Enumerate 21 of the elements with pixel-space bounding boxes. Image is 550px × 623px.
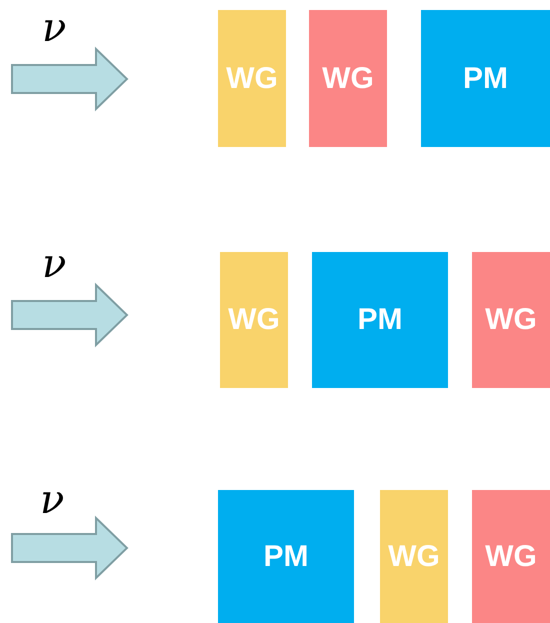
frequency-symbol: ν xyxy=(42,8,66,48)
block-label: WG xyxy=(485,303,537,337)
block xyxy=(218,490,354,623)
block xyxy=(312,252,448,388)
block-label: WG xyxy=(322,62,374,96)
block-label: PM xyxy=(358,303,402,337)
block-label: WG xyxy=(485,540,537,574)
block xyxy=(380,490,448,623)
block-label: WG xyxy=(226,62,278,96)
block-label: PM xyxy=(264,540,308,574)
frequency-symbol: ν xyxy=(40,480,64,520)
block xyxy=(220,252,288,388)
block xyxy=(472,490,550,623)
block xyxy=(472,252,550,388)
block xyxy=(309,10,387,147)
block-label: PM xyxy=(463,62,508,96)
block-label: WG xyxy=(228,303,280,337)
block-label: WG xyxy=(388,540,440,574)
frequency-symbol: ν xyxy=(42,244,66,284)
block xyxy=(421,10,550,147)
block xyxy=(218,10,286,147)
